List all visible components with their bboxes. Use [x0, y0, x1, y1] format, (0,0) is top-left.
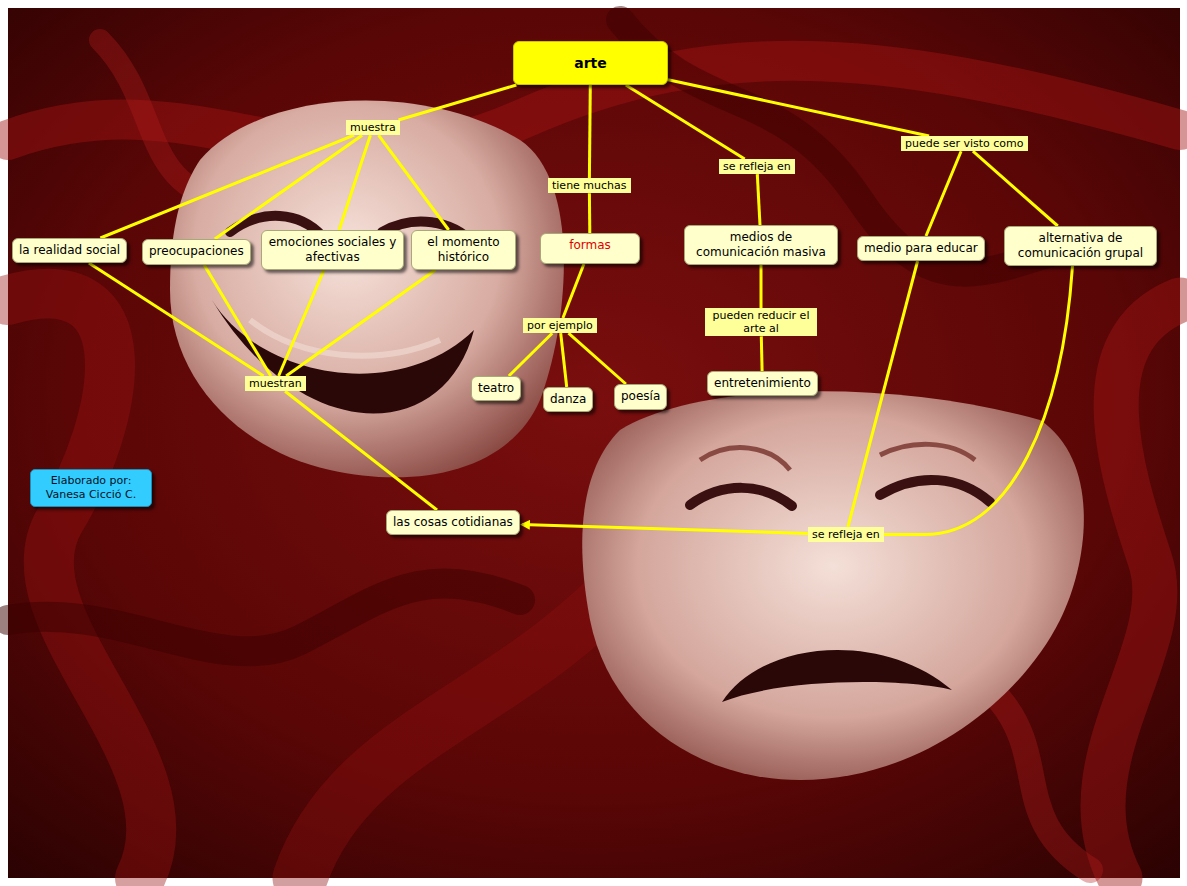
node-text: muestran [249, 377, 302, 390]
connector-line [588, 193, 591, 233]
connector-line [399, 85, 517, 120]
connector-line [285, 391, 437, 510]
concept-box: medios de comunicación masiva [684, 225, 838, 265]
node-text: poesía [621, 389, 660, 404]
node-text: muestra [350, 121, 396, 134]
root-concept: arte [513, 41, 668, 85]
node-text: las cosas cotidianas [393, 515, 513, 530]
node-text: se refleja en [723, 160, 791, 173]
connector-line [569, 333, 626, 384]
node-text: preocupaciones [149, 244, 244, 259]
connector-line [379, 135, 449, 230]
node-text: pueden reducir el arte al [709, 309, 813, 335]
connector-line [588, 85, 592, 178]
concept-box: el momento histórico [411, 230, 516, 270]
node-text: danza [550, 392, 586, 407]
node-text: alternativa de comunicación grupal [1011, 231, 1150, 261]
linking-phrase: se refleja en [719, 159, 795, 174]
linking-phrase: tiene muchas [548, 178, 631, 193]
concept-box: poesía [614, 384, 667, 410]
linking-phrase: pueden reducir el arte al [705, 308, 817, 336]
concept-box: formas [540, 233, 640, 264]
connector-line [563, 264, 584, 318]
node-text: medio para educar [864, 241, 978, 256]
node-text: se refleja en [812, 528, 880, 541]
linking-phrase: puede ser visto como [901, 136, 1028, 151]
concept-box: la realidad social [12, 238, 127, 263]
node-text: formas [547, 238, 633, 253]
node-text: el momento histórico [418, 235, 509, 265]
node-text: arte [574, 55, 607, 71]
linking-phrase: muestra [346, 120, 400, 135]
connector-line [973, 151, 1058, 226]
concept-box: preocupaciones [142, 239, 251, 265]
connector-line [760, 336, 764, 371]
connector-line [279, 270, 324, 376]
node-text: teatro [478, 381, 514, 396]
linking-phrase: muestran [245, 376, 306, 391]
node-text: Elaborado por: Vanesa Cicció C. [36, 474, 146, 502]
connector-line [339, 135, 370, 230]
connector-line [848, 261, 918, 527]
connector-line [522, 525, 808, 534]
node-text: emociones sociales y afectivas [268, 235, 397, 265]
connector-line [926, 151, 961, 236]
node-text: puede ser visto como [905, 137, 1024, 150]
concept-box: entretenimiento [707, 371, 818, 396]
curtain-folds [8, 20, 1180, 878]
connector-line [509, 333, 552, 376]
concept-box: emociones sociales y afectivas [261, 230, 404, 270]
connector-line [760, 265, 763, 308]
author-credit: Elaborado por: Vanesa Cicció C. [30, 469, 152, 507]
connector-line [757, 174, 760, 225]
node-text: por ejemplo [527, 319, 593, 332]
connector-line [884, 266, 1073, 535]
concept-box: alternativa de comunicación grupal [1004, 226, 1157, 266]
concept-box: las cosas cotidianas [386, 510, 520, 535]
connector-line [286, 270, 435, 376]
node-text: la realidad social [19, 243, 120, 258]
connector-line [100, 135, 354, 238]
concept-box: danza [543, 387, 593, 412]
linking-phrase: por ejemplo [523, 318, 597, 333]
concept-box: medio para educar [857, 236, 985, 261]
node-text: tiene muchas [552, 179, 627, 192]
connector-line [668, 80, 929, 136]
node-text: medios de comunicación masiva [691, 230, 831, 260]
connector-line [204, 265, 271, 376]
comedy-mask [170, 101, 564, 478]
connector-line [561, 333, 567, 387]
concept-box: teatro [471, 376, 521, 401]
tragedy-mask [582, 391, 1084, 780]
linking-phrase: se refleja en [808, 527, 884, 542]
node-text: entretenimiento [714, 376, 811, 391]
curtain [8, 8, 1180, 878]
connector-line [626, 85, 745, 159]
